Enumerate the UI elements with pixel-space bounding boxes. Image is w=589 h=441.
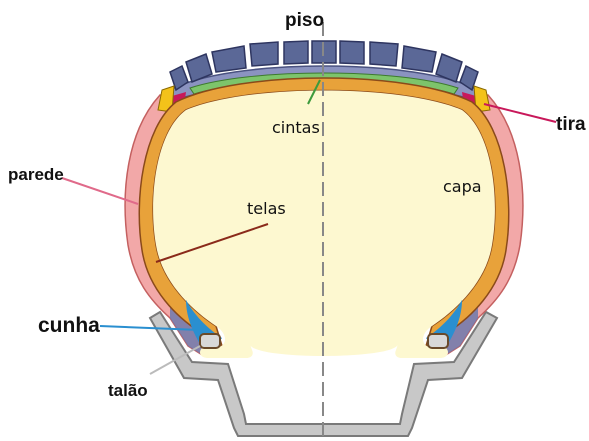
tread-block — [284, 41, 308, 64]
label-cintas: cintas — [272, 118, 320, 137]
label-cunha: cunha — [38, 314, 100, 337]
label-tira: tira — [556, 114, 586, 135]
label-telas: telas — [247, 199, 286, 218]
tread-block — [212, 46, 246, 72]
tread-block — [370, 42, 398, 66]
label-talao: talão — [108, 381, 148, 400]
label-parede: parede — [8, 165, 64, 184]
tread-block — [250, 42, 278, 66]
tread-block — [340, 41, 364, 64]
label-capa: capa — [443, 177, 482, 196]
tread-block — [402, 46, 436, 72]
label-piso: piso — [285, 10, 324, 31]
